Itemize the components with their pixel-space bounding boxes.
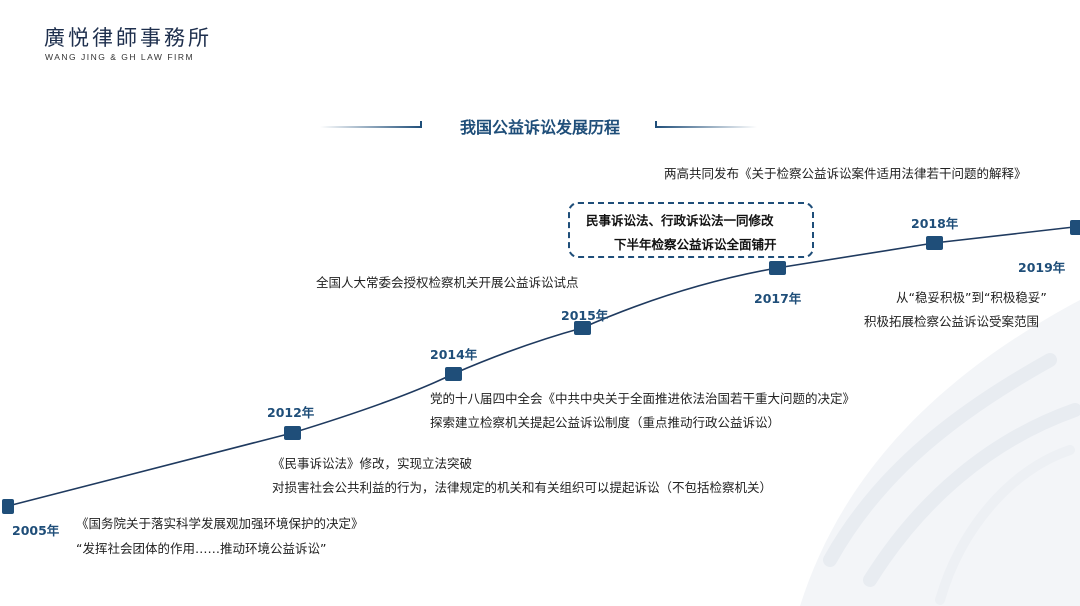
timeline-marker-2019	[1070, 220, 1080, 235]
title-rule-right-tick	[655, 121, 657, 128]
milestone-2005-line-1: 《国务院关于落实科学发展观加强环境保护的决定》	[76, 516, 364, 531]
title-rule-left	[320, 126, 422, 128]
milestone-2018-line-1: 两高共同发布《关于检察公益诉讼案件适用法律若干问题的解释》	[664, 166, 1027, 181]
firm-logo-en: WANG JING & GH LAW FIRM	[45, 52, 195, 62]
timeline-curve	[7, 226, 1075, 507]
timeline-marker-2018	[926, 236, 943, 250]
milestone-2017-highlight-box	[568, 202, 814, 258]
milestone-2017-line-1: 民事诉讼法、行政诉讼法一同修改	[586, 213, 774, 228]
year-2012: 2012年	[267, 405, 315, 420]
milestone-2005-line-2: “发挥社会团体的作用……推动环境公益诉讼”	[76, 541, 327, 556]
timeline-marker-2017	[769, 261, 786, 275]
year-2005: 2005年	[12, 523, 60, 538]
year-2017: 2017年	[754, 291, 802, 306]
milestone-2019-line-1: 从“稳妥积极”到“积极稳妥”	[896, 290, 1047, 305]
milestone-2012-line-2: 对损害社会公共利益的行为，法律规定的机关和有关组织可以提起诉讼（不包括检察机关）	[272, 480, 773, 495]
year-2018: 2018年	[911, 216, 959, 231]
timeline-marker-2015	[574, 321, 591, 335]
firm-logo-cn: 廣悦律師事務所	[44, 26, 212, 50]
milestone-2015-line-1: 全国人大常委会授权检察机关开展公益诉讼试点	[316, 275, 579, 290]
timeline-marker-2012	[284, 426, 301, 440]
year-2015: 2015年	[561, 308, 609, 323]
timeline-marker-2014	[445, 367, 462, 381]
title-rule-left-tick	[420, 121, 422, 128]
milestone-2014-line-2: 探索建立检察机关提起公益诉讼制度（重点推动行政公益诉讼）	[430, 415, 781, 430]
year-2019: 2019年	[1018, 260, 1066, 275]
page-title: 我国公益诉讼发展历程	[459, 118, 620, 137]
milestone-2014-line-1: 党的十八届四中全会《中共中央关于全面推进依法治国若干重大问题的决定》	[430, 391, 856, 406]
milestone-2012-line-1: 《民事诉讼法》修改，实现立法突破	[272, 456, 473, 471]
milestone-2017-line-2: 下半年检察公益诉讼全面铺开	[614, 237, 777, 252]
title-rule-right	[655, 126, 757, 128]
year-2014: 2014年	[430, 347, 478, 362]
timeline-marker-2005	[2, 499, 14, 514]
milestone-2019-line-2: 积极拓展检察公益诉讼受案范围	[864, 314, 1040, 329]
